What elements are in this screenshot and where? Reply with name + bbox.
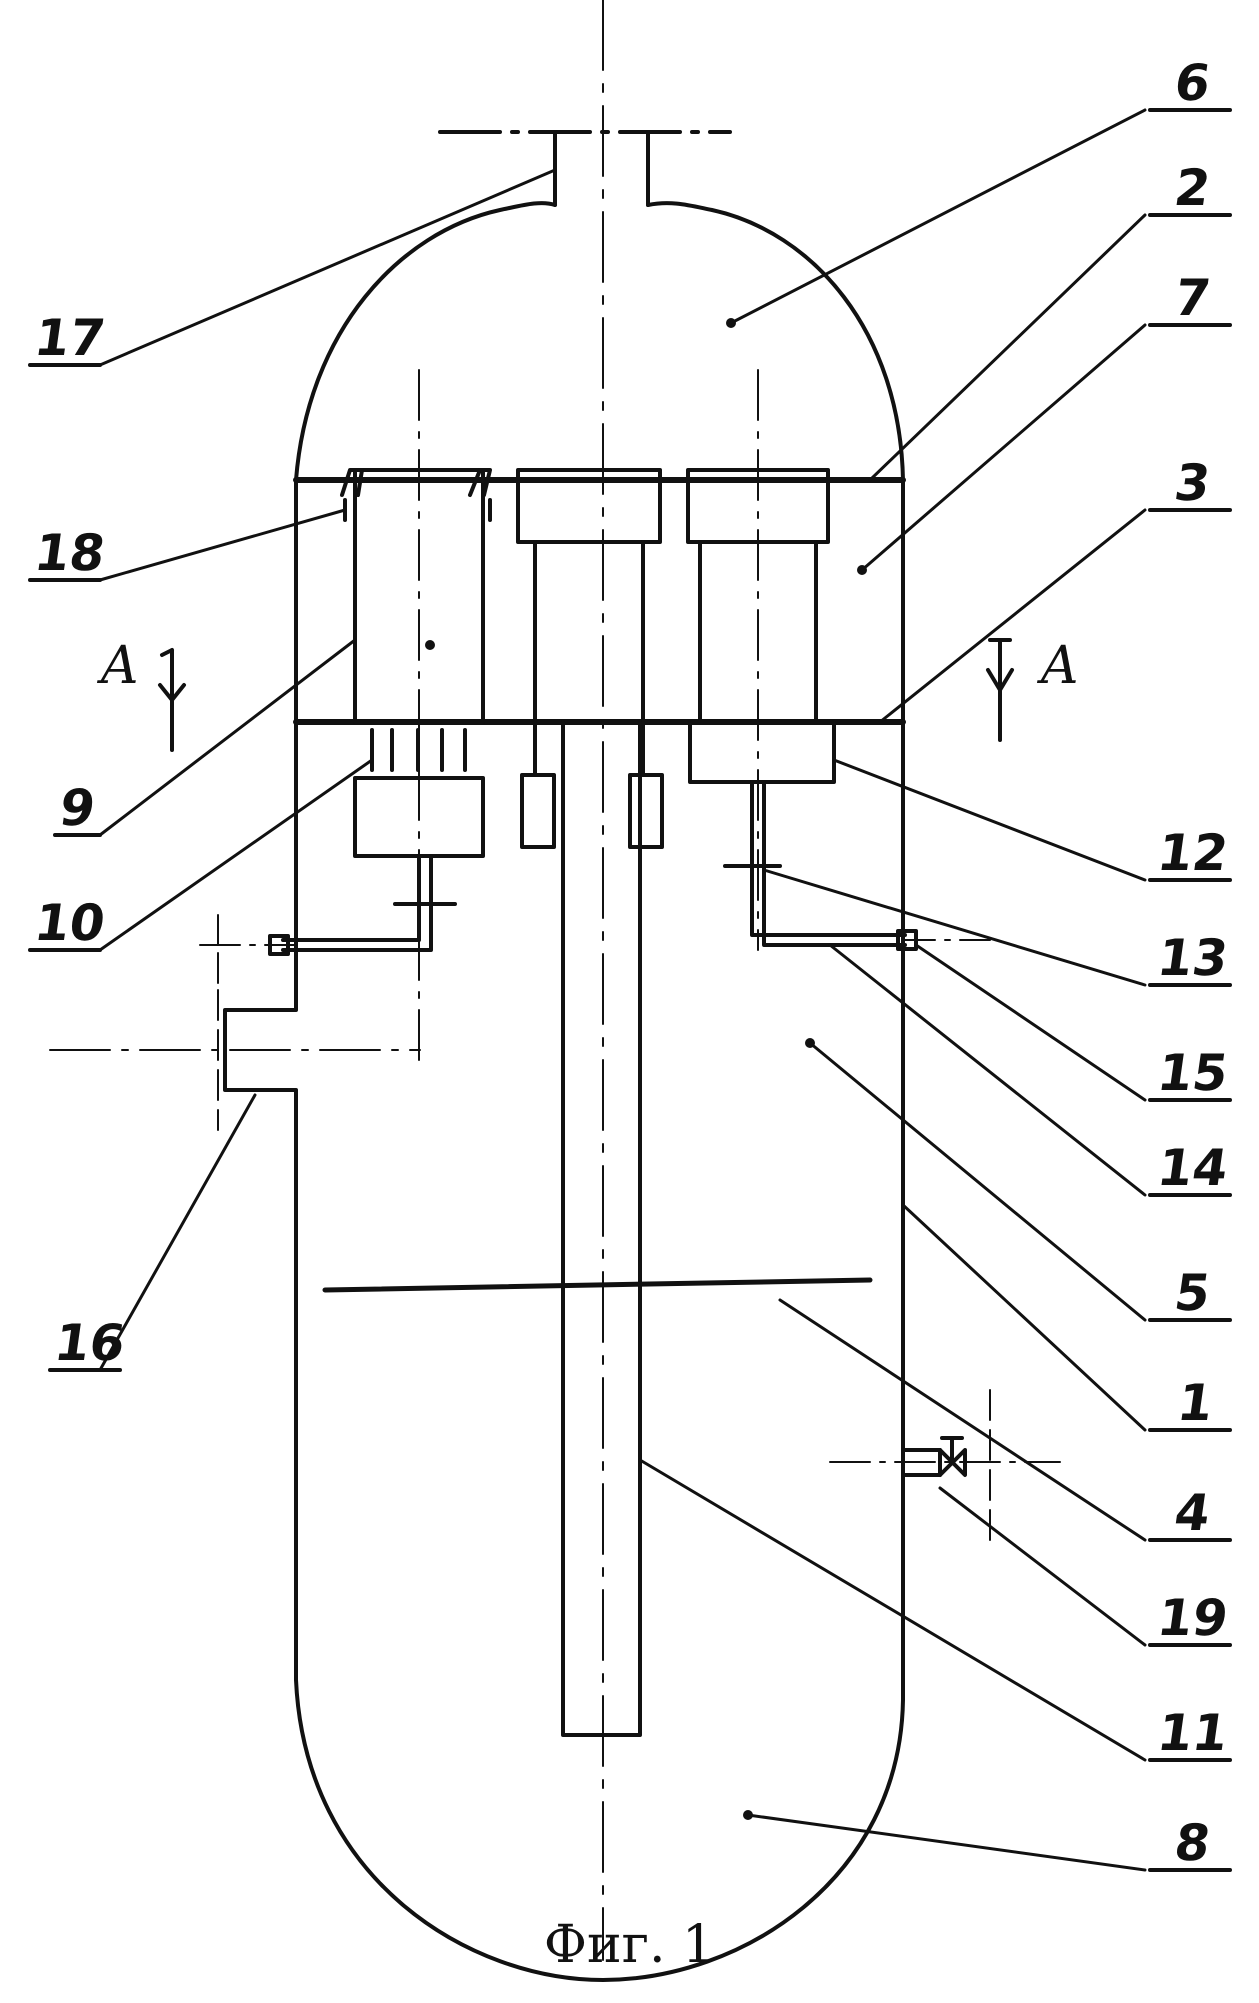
label-17: 17 — [31, 313, 108, 363]
right-collector-12 — [690, 722, 834, 782]
label-15: 15 — [1154, 1048, 1231, 1098]
label-8: 8 — [1171, 1818, 1213, 1868]
label-10: 10 — [31, 898, 108, 948]
leader-14 — [830, 945, 1145, 1195]
label-13: 13 — [1154, 933, 1231, 983]
centre-cyclone-body — [535, 542, 643, 722]
right-drain-pipe-13 — [752, 782, 905, 945]
label-16: 16 — [51, 1318, 128, 1368]
leader-12 — [834, 760, 1145, 880]
section-mark-right — [988, 640, 1012, 740]
label-5: 5 — [1171, 1268, 1213, 1318]
label-3: 3 — [1171, 458, 1213, 508]
label-19: 19 — [1154, 1593, 1231, 1643]
leader-11 — [640, 1460, 1145, 1760]
central-downcomer — [563, 722, 640, 1735]
leader-8 — [748, 1815, 1145, 1870]
label-12: 12 — [1154, 828, 1231, 878]
centre-cyclone-left-foot — [522, 775, 554, 847]
leader-15 — [916, 945, 1145, 1100]
leader-3 — [880, 510, 1145, 722]
label-11: 11 — [1154, 1708, 1231, 1758]
leader-19 — [940, 1488, 1145, 1645]
section-letter-right: А — [1040, 640, 1079, 692]
leader-2 — [870, 215, 1145, 480]
centre-cyclone-right-foot — [630, 775, 662, 847]
label-1: 1 — [1174, 1378, 1216, 1428]
label-9: 9 — [56, 783, 98, 833]
label-6: 6 — [1171, 58, 1213, 108]
label-18: 18 — [31, 528, 108, 578]
label-14: 14 — [1154, 1143, 1231, 1193]
leader-6 — [731, 110, 1145, 323]
zone-9-dot — [427, 642, 433, 648]
leader-10 — [100, 760, 372, 950]
leader-13 — [764, 870, 1145, 985]
leader-1 — [903, 1205, 1145, 1430]
label-4: 4 — [1171, 1488, 1213, 1538]
label-2: 2 — [1171, 163, 1213, 213]
leader-18 — [100, 510, 345, 580]
baffle-plate — [325, 1280, 870, 1290]
centre-cyclone-skirt — [535, 722, 643, 775]
bottom-louvers — [372, 730, 465, 770]
figure-caption: Фиг. 1 — [0, 1915, 1259, 1975]
top-nozzle — [555, 132, 648, 205]
section-mark-left — [160, 650, 184, 750]
section-letter-left: А — [100, 640, 139, 692]
leader-17 — [100, 170, 555, 365]
label-7: 7 — [1171, 273, 1213, 323]
